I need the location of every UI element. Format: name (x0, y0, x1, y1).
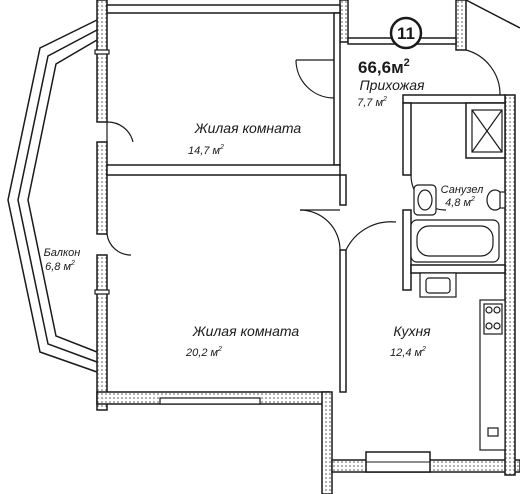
total-area: 66,6м2 (358, 57, 410, 77)
bathroom-fixtures (410, 109, 506, 263)
apartment-number-circle (389, 16, 423, 50)
bathroom-name: Санузел (441, 184, 484, 196)
apartment-badge: 11 (389, 16, 423, 50)
living-room-1-area: 14,7 м2 (188, 144, 224, 157)
hallway-area: 7,7 м2 (357, 96, 387, 109)
balcony-area: 6,8 м2 (45, 260, 75, 273)
kitchen-name: Кухня (393, 323, 431, 339)
kitchen-area: 12,4 м2 (390, 346, 426, 359)
kitchen-fixtures (419, 272, 506, 451)
balcony (7, 19, 98, 373)
hallway-name: Прихожая (360, 77, 425, 93)
living-room-1-name: Жилая комната (194, 120, 302, 136)
balcony-name: Балкон (44, 247, 81, 259)
doors (106, 49, 501, 256)
apartment-number: 11 (397, 24, 415, 43)
living-room-2-area: 20,2 м2 (185, 346, 222, 359)
windows (94, 49, 261, 405)
exterior-walls (96, 0, 520, 494)
living-room-2-name: Жилая комната (192, 323, 300, 339)
bathroom-area: 4,8 м2 (445, 196, 475, 209)
